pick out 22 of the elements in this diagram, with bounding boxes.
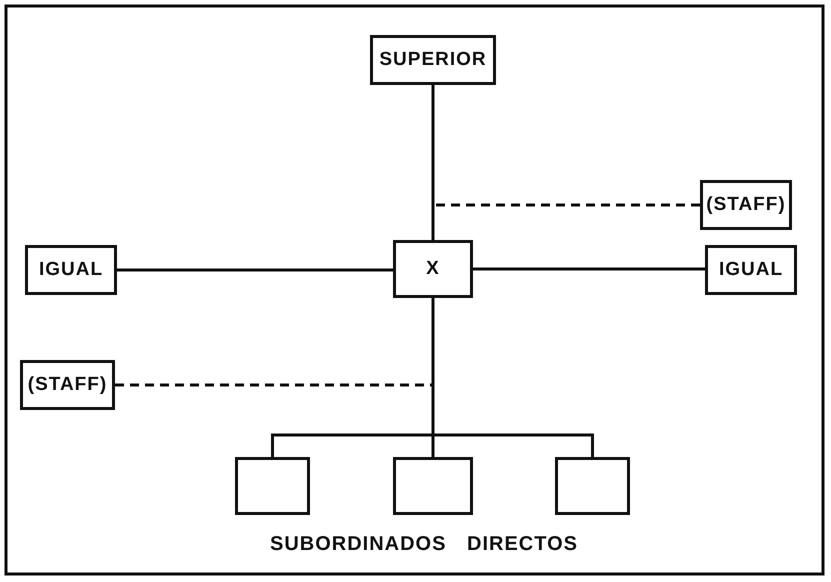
- org-box: [705, 245, 797, 295]
- connector-line: [117, 268, 393, 272]
- empty-org-box: [393, 457, 473, 515]
- connector-line: [432, 85, 434, 240]
- org-box: [393, 240, 473, 298]
- box-label: IGUAL: [718, 259, 784, 281]
- box-label: SUPERIOR: [379, 49, 487, 71]
- dashed-connector: [433, 204, 700, 206]
- group-caption: SUBORDINADOS DIRECTOS: [270, 533, 578, 556]
- org-box: [700, 180, 792, 230]
- empty-org-box: [235, 457, 310, 515]
- org-box: [20, 360, 115, 410]
- org-box: [25, 245, 117, 295]
- box-label: IGUAL: [38, 259, 104, 281]
- box-label: (STAFF): [706, 194, 786, 216]
- empty-org-box: [555, 457, 630, 515]
- connector-line: [473, 268, 705, 270]
- dashed-connector: [115, 384, 433, 386]
- box-label: X: [426, 258, 440, 280]
- connector-line: [432, 298, 594, 457]
- box-label: (STAFF): [28, 374, 108, 396]
- org-box: [370, 35, 496, 85]
